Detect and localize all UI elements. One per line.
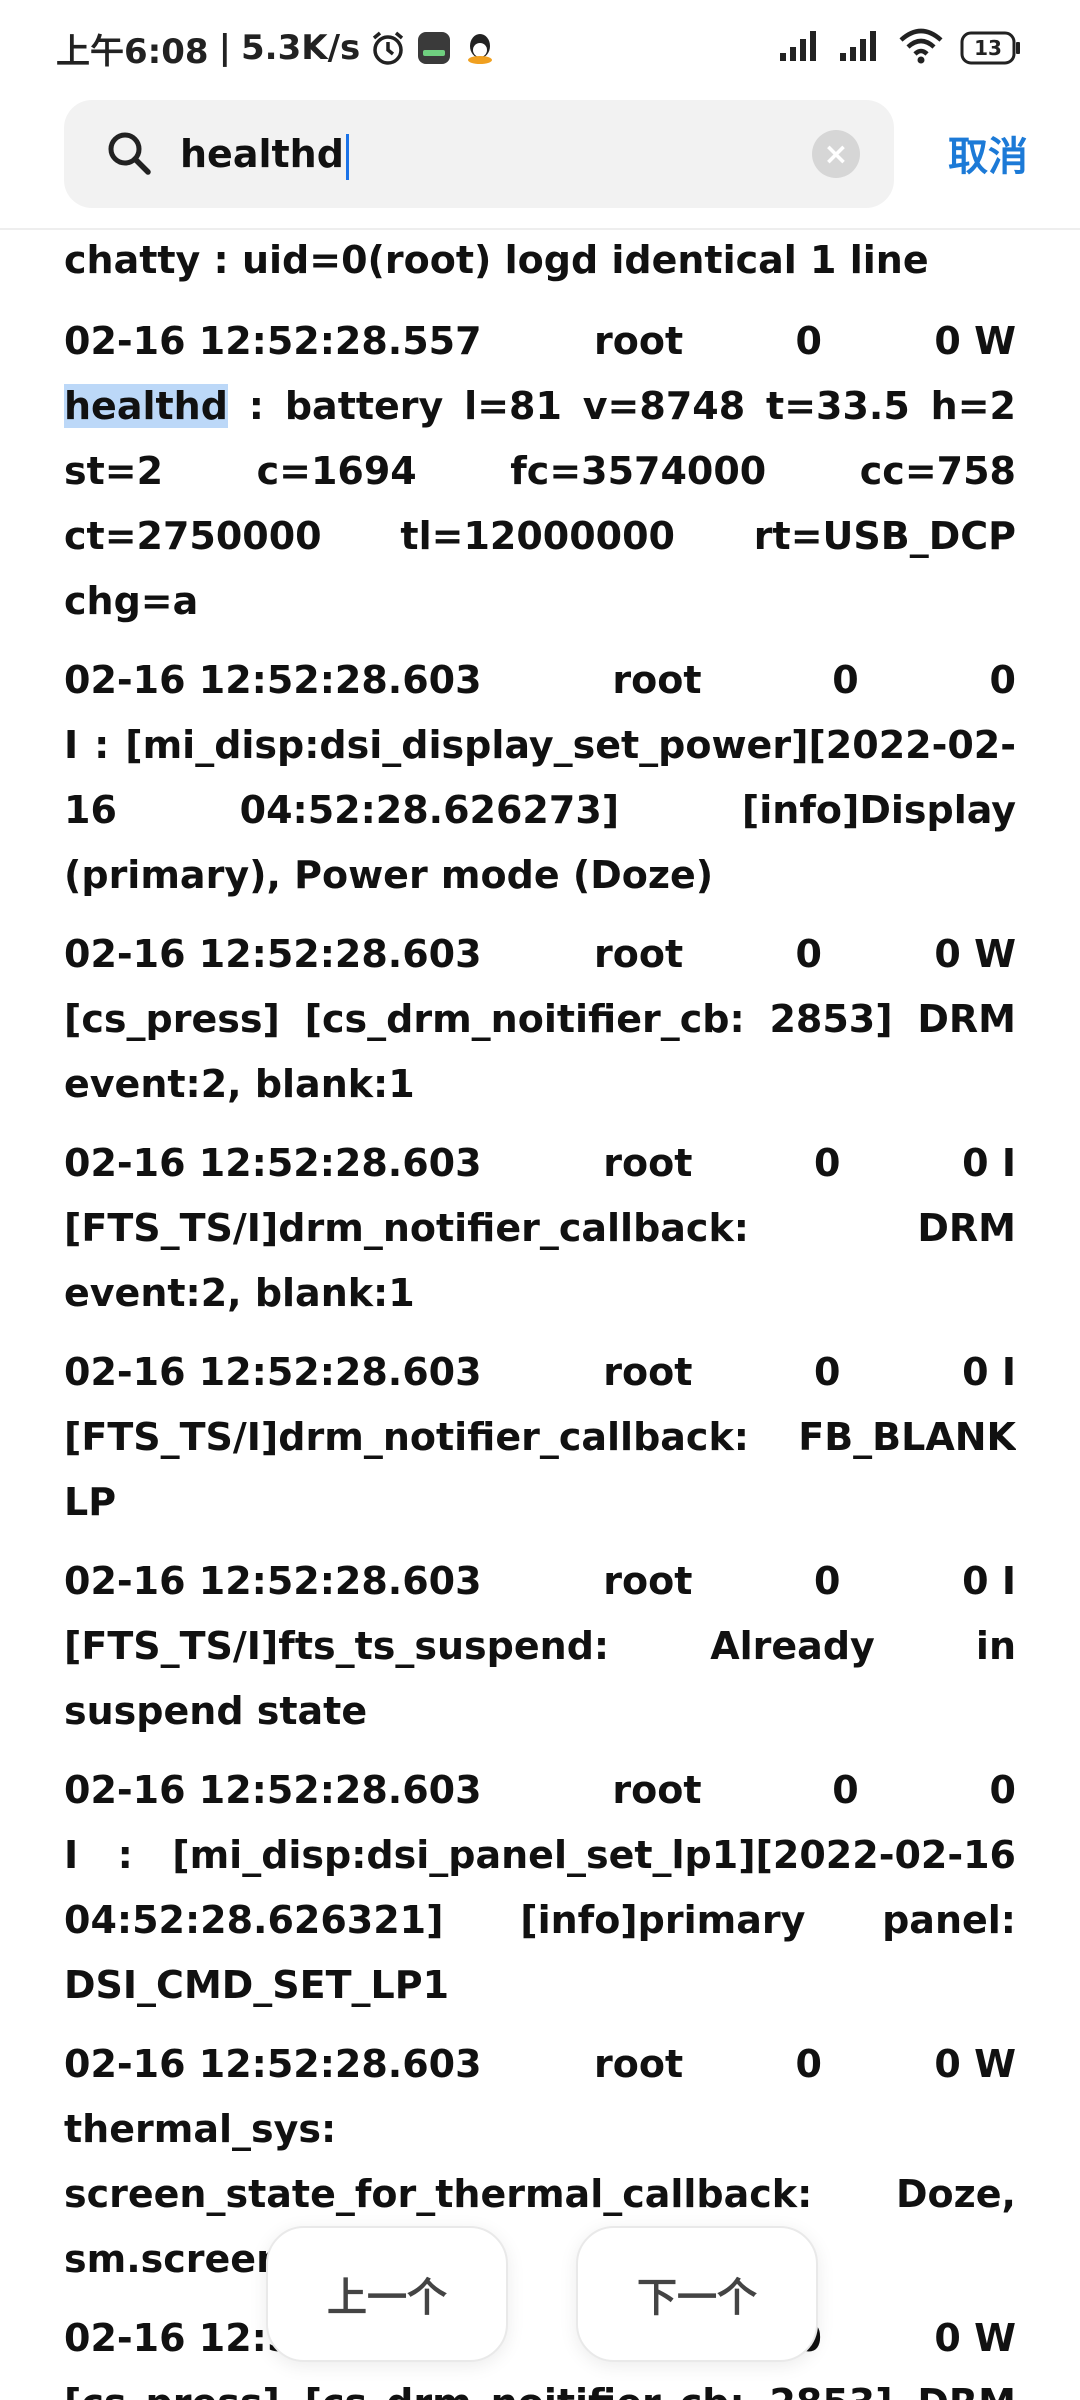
- log-content: chatty : uid=0(root) logd identical 1 li…: [64, 228, 1016, 2400]
- cancel-button[interactable]: 取消: [948, 134, 1028, 180]
- log-user: root: [593, 932, 684, 976]
- log-pid: 0: [814, 1141, 841, 1185]
- signal-icon: [838, 29, 882, 67]
- log-timestamp: 02-16 12:52:28.557: [64, 319, 482, 363]
- log-entry: 02-16 12:52:28.603 root 0 0 W thermal_sys: s…: [64, 2032, 1016, 2292]
- log-pid: 0: [814, 1559, 841, 1603]
- clear-search-button[interactable]: ×: [812, 130, 860, 178]
- close-icon: ×: [823, 136, 849, 172]
- log-timestamp: 02-16 12:52:28.603: [64, 1768, 482, 1812]
- log-entries: 02-16 12:52:28.557 root 0 0 W healthd : batt…: [64, 309, 1016, 2400]
- log-message-text: : battery l=81 v=8748 t=33.5 h=2 st=2 c=…: [64, 384, 1016, 623]
- log-timestamp: 02-16 12:52:28.603: [64, 2042, 482, 2086]
- log-entry: 02-16 12:52:28.603 root 0 0 I [FTS_TS/I]drm_…: [64, 1131, 1016, 1326]
- log-entry: 02-16 12:52:28.603 root 0 0 I [FTS_TS/I]drm_…: [64, 1340, 1016, 1535]
- status-separator: |: [218, 28, 231, 68]
- log-timestamp: 02-16 12:52:28.603: [64, 658, 482, 702]
- search-input[interactable]: healthd: [180, 122, 349, 186]
- wifi-icon: [898, 28, 944, 68]
- log-level: 0 W: [934, 319, 1016, 363]
- status-right: 13: [778, 28, 1022, 68]
- network-speed: 5.3K/s: [241, 28, 361, 68]
- qq-icon: [462, 30, 498, 66]
- log-entry: 02-16 12:52:28.603 root 0 0 I [FTS_TS/I]fts_…: [64, 1549, 1016, 1744]
- log-user: root: [603, 1350, 693, 1394]
- log-timestamp: 02-16 12:52:28.603: [64, 932, 482, 976]
- search-header: healthd × 取消: [0, 96, 1080, 230]
- log-level: 0 W: [934, 932, 1016, 976]
- battery-icon: 13: [960, 31, 1022, 65]
- log-message: thermal_sys: screen_state_for_thermal_ca…: [64, 2107, 1016, 2281]
- log-level: 0 I: [962, 1141, 1016, 1185]
- log-level: 0 W: [934, 2042, 1016, 2086]
- log-entry: 02-16 12:52:28.603 root 0 0 W [cs_press] [cs…: [64, 922, 1016, 1117]
- previous-match-button[interactable]: 上一个: [266, 2226, 508, 2362]
- log-message: [FTS_TS/I]drm_notifier_callback: FB_BLAN…: [64, 1415, 1016, 1524]
- search-box[interactable]: healthd ×: [64, 100, 894, 208]
- search-icon: [104, 128, 154, 178]
- log-user: root: [612, 658, 702, 702]
- log-message: I : [mi_disp:dsi_panel_set_lp1][2022-02-…: [64, 1833, 1016, 2007]
- log-entry-header: 02-16 12:52:28.557 root 0 0 W: [64, 309, 1016, 374]
- log-line-top: chatty : uid=0(root) logd identical 1 li…: [64, 238, 929, 282]
- log-level: 0 I: [962, 1559, 1016, 1603]
- log-timestamp: 02-16 12:52:28.603: [64, 1141, 482, 1185]
- log-pid: 0: [814, 1350, 841, 1394]
- log-entry-header: 02-16 12:52:28.603 root 0 0: [64, 648, 1016, 713]
- status-time: 上午6:08: [56, 31, 209, 72]
- log-entry-header: 02-16 12:52:28.603 root 0 0 I: [64, 1340, 1016, 1405]
- log-entry-header: 02-16 12:52:28.603 root 0 0: [64, 1758, 1016, 1823]
- log-entry: 02-16 12:52:28.603 root 0 0 I : [mi_disp:dsi…: [64, 648, 1016, 908]
- log-level: 0: [989, 658, 1016, 702]
- log-level: 0: [989, 1768, 1016, 1812]
- log-entry: 02-16 12:52:28.557 root 0 0 W healthd : batt…: [64, 309, 1016, 634]
- log-pid: 0: [795, 319, 822, 363]
- log-message: [cs_press] [cs_drm_noitifier_cb: 2853] D…: [64, 2371, 1016, 2400]
- search-query: healthd: [180, 132, 344, 176]
- log-message: [cs_press] [cs_drm_noitifier_cb: 2853] D…: [64, 997, 1016, 1106]
- log-pid: 0: [795, 2042, 822, 2086]
- log-pid: 0: [832, 1768, 859, 1812]
- log-pid: 0: [795, 932, 822, 976]
- log-user: root: [603, 1141, 693, 1185]
- signal-icon: [778, 29, 822, 67]
- log-timestamp: 02-16 12:52:28.603: [64, 1350, 482, 1394]
- log-entry-header: 02-16 12:52:28.603 root 0 0 I: [64, 1131, 1016, 1196]
- alarm-icon: [370, 30, 406, 66]
- log-level: 0 I: [962, 1350, 1016, 1394]
- battery-level: 13: [974, 36, 1002, 60]
- status-left: 上午6:08 | 5.3K/s: [56, 24, 498, 73]
- log-message: I : [mi_disp:dsi_display_set_power][2022…: [64, 723, 1016, 897]
- log-level: 0 W: [934, 2316, 1016, 2360]
- log-message: [FTS_TS/I]fts_ts_suspend: Already in sus…: [64, 1624, 1016, 1733]
- log-user: root: [593, 2042, 684, 2086]
- log-entry: 02-16 12:52:28.603 root 0 0 I : [mi_disp:dsi…: [64, 1758, 1016, 2018]
- log-message: healthd : battery l=81 v=8748 t=33.5 h=2…: [64, 374, 1016, 634]
- search-match-highlight: healthd: [64, 384, 228, 428]
- status-bar: 上午6:08 | 5.3K/s 13: [0, 0, 1080, 96]
- log-timestamp: 02-16 12:52:28.603: [64, 1559, 482, 1603]
- log-message: [FTS_TS/I]drm_notifier_callback: DRM eve…: [64, 1206, 1016, 1315]
- log-user: root: [603, 1559, 693, 1603]
- text-caret: [345, 133, 349, 180]
- app-icon: [416, 30, 452, 66]
- next-match-button[interactable]: 下一个: [576, 2226, 818, 2362]
- log-entry-header: 02-16 12:52:28.603 root 0 0 I: [64, 1549, 1016, 1614]
- log-user: root: [612, 1768, 702, 1812]
- log-pid: 0: [832, 658, 859, 702]
- log-entry-header: 02-16 12:52:28.603 root 0 0 W: [64, 922, 1016, 987]
- log-user: root: [593, 319, 684, 363]
- log-entry-header: 02-16 12:52:28.603 root 0 0 W: [64, 2032, 1016, 2097]
